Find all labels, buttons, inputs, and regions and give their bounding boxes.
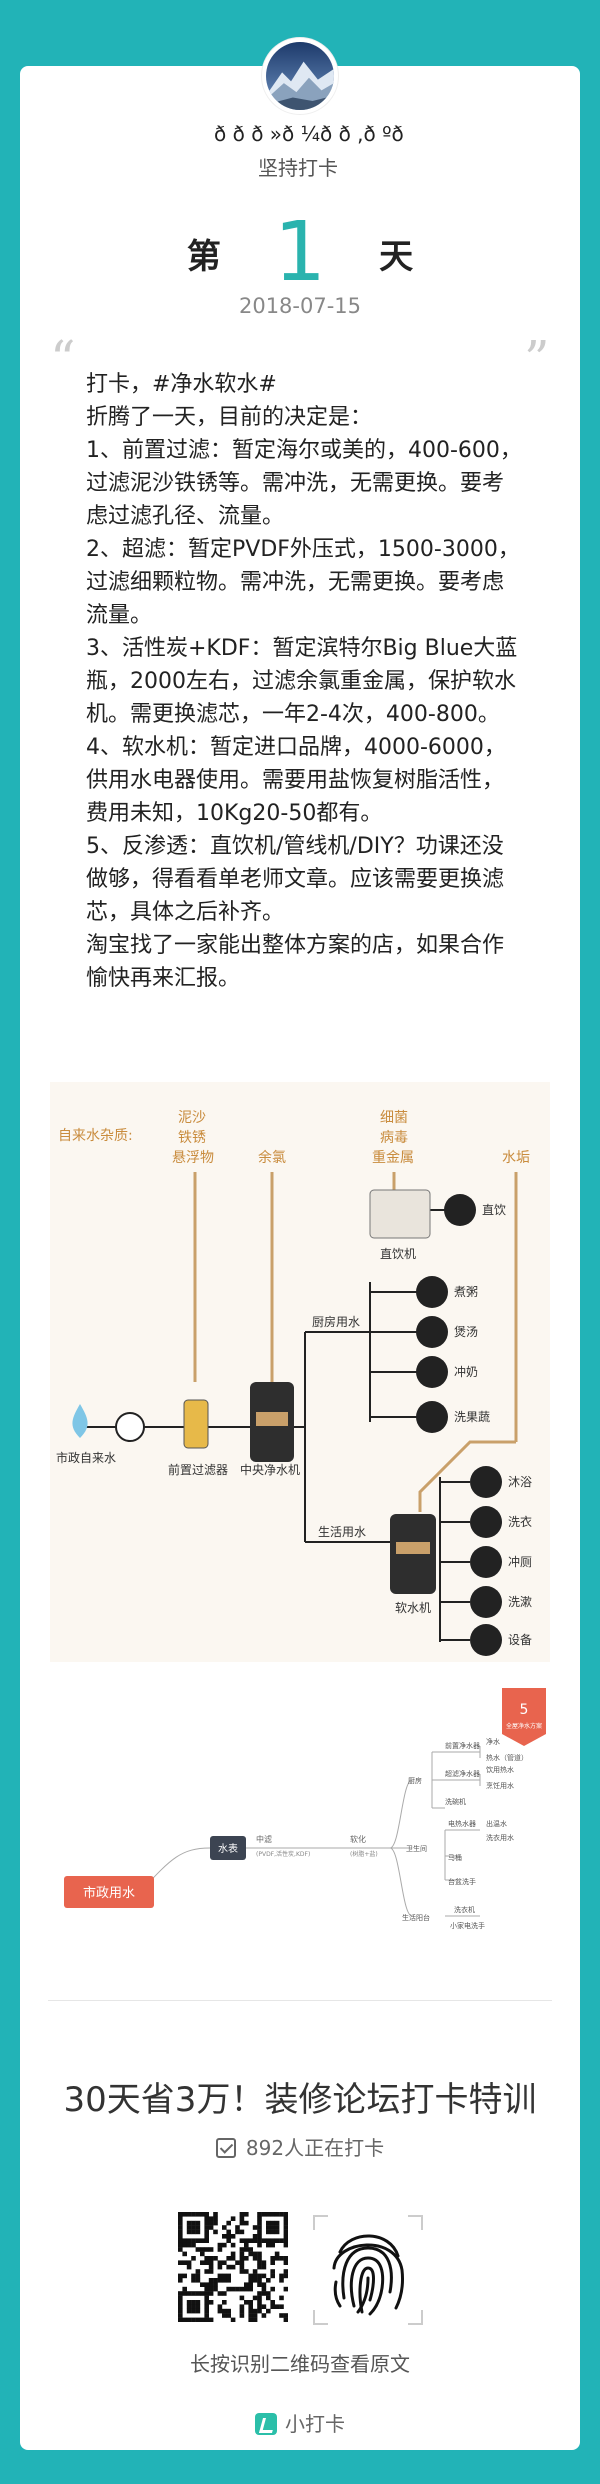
svg-text:沐浴: 沐浴 [508,1475,532,1489]
group-leaf: 出温水 [486,1819,507,1828]
source-label: 市政自来水 [56,1450,116,1465]
group-leaf: 净水 [486,1737,500,1746]
stage2-label: 软化 [350,1834,366,1844]
life-uses: 沐浴 洗衣 冲厕 洗漱 设备 [470,1466,532,1656]
chlorine-label: 余氯 [258,1149,286,1166]
impurity-label: 铁锈 [178,1130,206,1146]
water-system-diagram-image[interactable]: 自来水杂质: 泥沙 铁锈 悬浮物 余氯 细菌 病毒 重金属 水垢 [50,1082,550,1662]
checkin-date: 2018-07-15 [238,294,362,318]
source-node-label: 市政用水 [83,1885,135,1901]
post-line: 折腾了一天，目前的决定是： [86,405,373,430]
group-item: 马桶 [448,1853,462,1862]
meter-icon [115,1412,145,1442]
qr-code[interactable] [178,2212,289,2323]
kitchen-label: 厨房用水 [312,1314,360,1329]
stage2-sub: (树脂+盐) [350,1850,378,1858]
diagram-heading: 自来水杂质: [58,1128,133,1144]
day-prefix: 第 [186,236,221,277]
bacteria-label: 重金属 [372,1150,414,1166]
drinker-icon [369,1189,431,1239]
water-drop-icon [72,1404,88,1438]
post-line: 打卡，#净水软水# [86,372,277,397]
fingerprint-scan-area[interactable] [310,2212,426,2328]
central-label: 中央净水机 [240,1462,300,1477]
softener-label: 软水机 [395,1601,431,1615]
post-line: 3、活性炭+KDF：暂定滨特尔Big Blue大蓝瓶，2000左右，过滤余氯重金… [86,636,518,727]
source-node [64,1876,154,1908]
user-avatar[interactable] [262,38,338,114]
plan-badge: 5 全屋净水方案 [502,1688,546,1746]
group-leaf: 小家电洗手 [450,1921,485,1930]
group-leaf: 热水（管道） [486,1753,528,1762]
mountain-avatar-image [266,42,334,110]
stage1-sub: (PVDF,活性炭,KDF) [256,1850,310,1858]
day-counter: 第 1 天 [0,208,600,298]
day-number: 1 [273,205,327,300]
group-item: 洗碗机 [445,1797,466,1806]
cup-icon [444,1194,476,1226]
meter-node [210,1836,246,1860]
group-item: 电热水器 [448,1819,476,1828]
brand-footer[interactable]: 小打卡 [0,2408,600,2437]
post-line: 1、前置过滤：暂定海尔或美的，400-600，过滤泥沙铁锈等。需冲洗，无需更换。… [86,438,522,529]
drink-label: 直饮 [482,1203,506,1217]
post-text: 打卡，#净水软水# 折腾了一天，目前的决定是： 1、前置过滤：暂定海尔或美的，4… [86,368,522,995]
bacteria-label: 病毒 [380,1130,408,1146]
close-quote-icon: ” [524,330,550,388]
svg-text:全屋净水方案: 全屋净水方案 [506,1722,542,1730]
life-label: 生活用水 [318,1525,366,1539]
group-leaf: 饮用热水 [486,1765,514,1774]
day-suffix: 天 [379,236,414,277]
svg-text:冲厕: 冲厕 [508,1554,532,1569]
participant-count-text: 892人正在打卡 [245,2136,385,2160]
svg-text:冲奶: 冲奶 [454,1364,478,1379]
qr-code-icon [178,2212,289,2323]
group-label: 厨房 [408,1776,422,1785]
kitchen-uses: 煮粥 煲汤 冲奶 洗果蔬 [416,1276,490,1433]
user-name[interactable]: ð ð ð »ð ¼ð ð ,ð ºð [214,122,404,146]
svg-text:设备: 设备 [508,1633,532,1647]
impurity-label: 泥沙 [178,1110,206,1126]
svg-text:洗衣: 洗衣 [508,1514,532,1529]
svg-text:5: 5 [520,1702,529,1718]
group-leaf: 洗衣用水 [486,1833,514,1842]
water-flow-tree-image[interactable]: 5 全屋净水方案 市政用水 水表 中滤 (PVDF,活 [50,1680,550,1940]
group-item: 超滤净水器 [445,1769,480,1778]
brand-name: 小打卡 [285,2412,345,2436]
bacteria-label: 细菌 [380,1110,408,1126]
svg-text:煲汤: 煲汤 [454,1324,478,1339]
svg-text:洗漱: 洗漱 [508,1595,532,1609]
group-label: 生活阳台 [402,1913,430,1922]
post-line: 5、反渗透：直饮机/管线机/DIY？功课还没做够，得看看单老师文章。应该需要更换… [86,834,505,925]
meter-node-label: 水表 [218,1842,238,1855]
group-item: 洗衣机 [454,1905,475,1914]
group-label: 卫生间 [406,1844,427,1853]
svg-text:煮粥: 煮粥 [454,1285,478,1299]
group-leaf: 烹饪用水 [486,1781,514,1790]
scan-hint: 长按识别二维码查看原文 [190,2352,410,2376]
impurity-label: 悬浮物 [172,1150,214,1166]
scale-label: 水垢 [502,1150,530,1166]
participant-count: 892人正在打卡 [0,2132,600,2161]
post-line: 4、软水机：暂定进口品牌，4000-6000，供用水电器使用。需要用盐恢复树脂活… [86,735,506,826]
campaign-title[interactable]: 30天省3万！装修论坛打卡特训 [63,2080,537,2120]
checkbox-icon [215,2138,236,2158]
fingerprint-icon [313,2215,423,2325]
svg-text:洗果蔬: 洗果蔬 [454,1410,490,1424]
stage1-label: 中滤 [256,1834,272,1844]
post-line: 2、超滤：暂定PVDF外压式，1500-3000，过滤细颗粒物。需冲洗，无需更换… [86,537,520,628]
post-line: 淘宝找了一家能出整体方案的店，如果合作愉快再来汇报。 [86,933,505,991]
prefilter-label: 前置过滤器 [168,1462,228,1477]
brand-logo-icon [255,2413,277,2435]
group-item: 台盆洗手 [448,1877,476,1886]
prefilter-icon [183,1399,209,1449]
group-item: 前置净水器 [445,1741,480,1750]
open-quote-icon: “ [50,330,76,388]
section-divider [48,2000,552,2001]
drinker-label: 直饮机 [380,1247,416,1261]
checkin-status: 坚持打卡 [258,156,338,180]
